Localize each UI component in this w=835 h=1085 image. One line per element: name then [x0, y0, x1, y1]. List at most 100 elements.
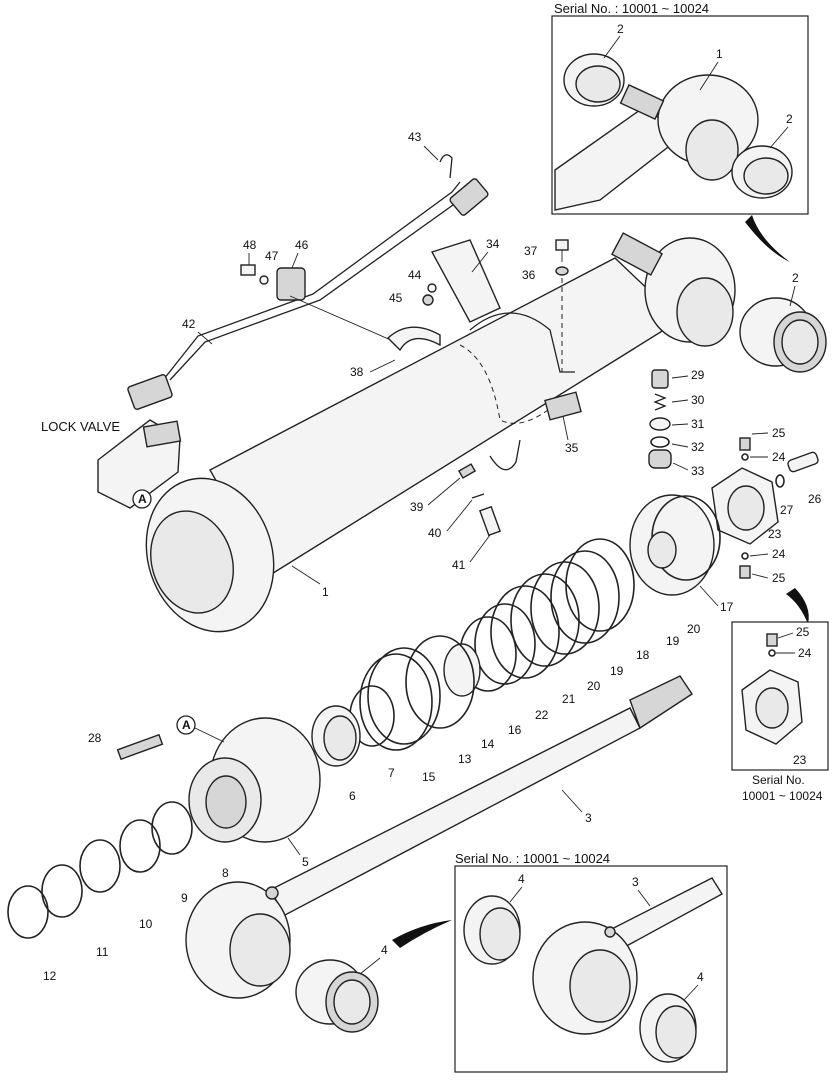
inset-grease-nipple — [604, 926, 616, 938]
leader — [446, 499, 473, 532]
label-15: 15 — [422, 770, 436, 784]
leader — [471, 251, 489, 273]
label-24: 24 — [772, 547, 786, 561]
washer-47 — [259, 275, 269, 285]
leader — [671, 375, 689, 379]
label-37: 37 — [524, 244, 538, 258]
label-32: 32 — [691, 440, 705, 454]
label-20: 20 — [587, 679, 601, 693]
label-14: 14 — [481, 737, 495, 751]
leader — [751, 432, 769, 435]
plug-29 — [651, 369, 669, 389]
bolt-37-head — [555, 239, 569, 251]
leader — [291, 565, 321, 585]
oring-27 — [775, 474, 785, 488]
inset-bottom-serial: Serial No. : 10001 ~ 10024 — [455, 851, 610, 866]
ball-24-top — [741, 453, 749, 461]
inset-tube — [554, 109, 692, 211]
band-upper — [469, 312, 575, 373]
leader — [509, 886, 523, 903]
arrow-bottom — [392, 920, 452, 948]
leader — [751, 573, 769, 579]
u-clip-43 — [439, 154, 453, 179]
label-27: 27 — [780, 503, 794, 517]
pipe-line-a — [169, 189, 469, 381]
leader — [603, 35, 621, 59]
leader — [291, 252, 299, 269]
seal-9 — [119, 819, 161, 873]
label-4: 4 — [381, 943, 388, 957]
inset-bushing4-left-bore — [479, 907, 521, 961]
callout-a-bottom: A — [182, 718, 191, 732]
leader — [427, 477, 461, 506]
label-28: 28 — [88, 731, 102, 745]
lock-valve — [97, 419, 182, 509]
bushing-4 — [295, 959, 379, 1033]
label-40: 40 — [428, 526, 442, 540]
rod-grease-nipple — [265, 886, 279, 900]
label-1: 1 — [716, 47, 723, 61]
inset-right: 25 24 23 — [731, 621, 829, 771]
leader — [469, 534, 491, 563]
inset-bushing-left-bore — [575, 65, 621, 103]
label-30: 30 — [691, 393, 705, 407]
spring-30 — [653, 393, 667, 411]
inset-right-serial-2: 10001 ~ 10024 — [742, 789, 823, 803]
leader — [289, 295, 401, 345]
label-38: 38 — [350, 365, 364, 379]
leader — [749, 553, 769, 557]
leader — [672, 462, 689, 471]
leader — [197, 331, 213, 345]
washer-36 — [555, 266, 569, 276]
pipe-flange-bottom — [127, 374, 173, 410]
label-5: 5 — [302, 855, 309, 869]
inset-serial-label: Serial No. : 10001 ~ 10024 — [554, 1, 709, 16]
callout-a-circle — [176, 715, 196, 735]
label-2: 2 — [617, 22, 624, 36]
seal-13 — [367, 647, 441, 745]
inset-bushing4-right-bore — [655, 1005, 697, 1059]
bracket-34 — [430, 239, 501, 323]
screw-25-top — [739, 437, 751, 451]
label-23: 23 — [768, 527, 782, 541]
inset-rod-eye-bore — [569, 949, 631, 1023]
tube-eye-bore — [676, 277, 734, 347]
inset-bottom-right: Serial No. : 10001 ~ 10024 4 3 4 — [454, 851, 728, 1073]
label-24: 24 — [798, 646, 812, 660]
inset-right-serial-1: Serial No. — [752, 773, 805, 787]
leader — [637, 889, 651, 907]
oring-32 — [650, 436, 670, 448]
inset-screw-25 — [766, 633, 778, 647]
leader — [423, 145, 439, 161]
leader — [699, 585, 719, 607]
label-41: 41 — [452, 558, 466, 572]
label-2: 2 — [786, 112, 793, 126]
label-48: 48 — [243, 238, 257, 252]
bushing-bore — [781, 319, 819, 365]
nut-bore — [727, 485, 765, 531]
leader — [671, 423, 689, 426]
nut-45 — [422, 294, 434, 306]
label-25: 25 — [796, 625, 810, 639]
seal-19b — [510, 573, 580, 667]
label-3: 3 — [632, 875, 639, 889]
valve-port — [142, 420, 182, 448]
band-plate-35 — [544, 391, 582, 421]
leader — [699, 61, 719, 91]
pipe-flange-top — [449, 178, 489, 216]
clip-39 — [457, 463, 477, 479]
label-4: 4 — [518, 872, 525, 886]
inset-eye-bore — [685, 119, 739, 181]
cylinder-tube-1 — [145, 232, 736, 633]
seal-20b — [490, 585, 560, 679]
label-20: 20 — [687, 622, 701, 636]
label-12: 12 — [43, 969, 57, 983]
label-34: 34 — [486, 237, 500, 251]
label-10: 10 — [139, 917, 153, 931]
bushing4-bore — [333, 979, 371, 1025]
label-46: 46 — [295, 238, 309, 252]
band-lower — [489, 439, 521, 471]
pin-40 — [471, 493, 485, 499]
leader — [287, 837, 301, 856]
